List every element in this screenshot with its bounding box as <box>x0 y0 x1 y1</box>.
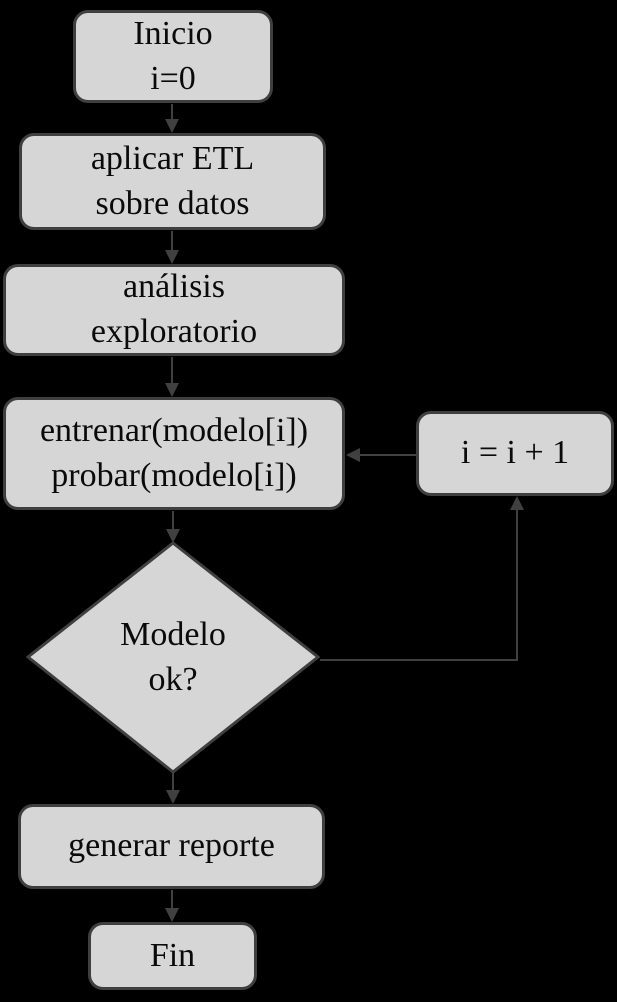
node-aplicar-etl: aplicar ETL sobre datos <box>19 133 326 230</box>
node-analisis-exploratorio: análisis exploratorio <box>3 264 345 356</box>
node-incrementar-i: i = i + 1 <box>416 411 614 496</box>
edge-decision-increment <box>320 496 524 661</box>
node-entrenar-probar: entrenar(modelo[i]) probar(modelo[i]) <box>3 397 345 510</box>
node-inicio: Inicio i=0 <box>73 10 273 103</box>
node-fin: Fin <box>88 922 257 990</box>
node-decision-shape <box>25 541 321 774</box>
node-decision-label: Modelo ok? <box>120 615 226 698</box>
node-generar-reporte: generar reporte <box>18 804 325 889</box>
